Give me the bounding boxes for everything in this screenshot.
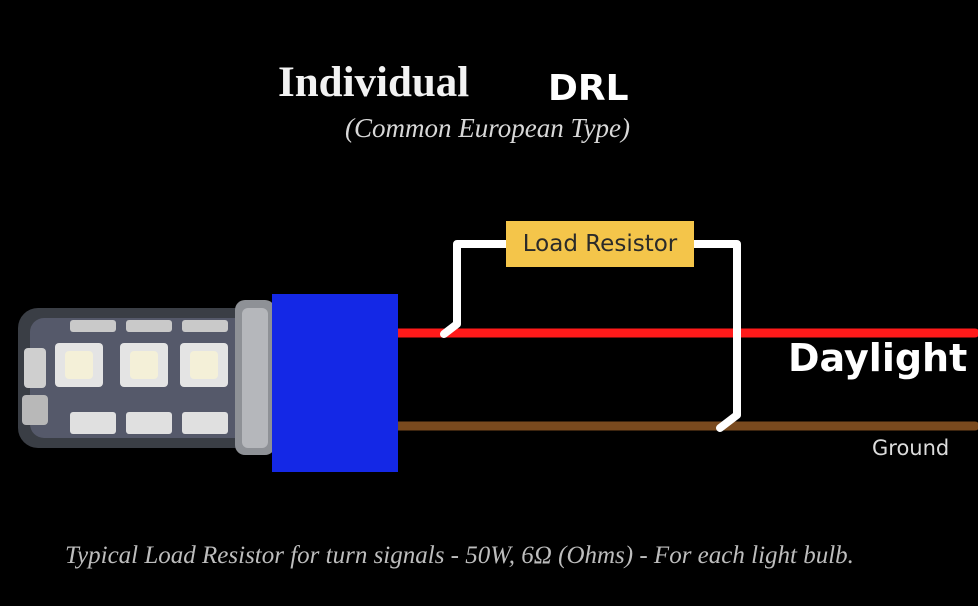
- title-drl: DRL: [548, 68, 629, 109]
- led-bulb-image: [18, 300, 278, 455]
- load-resistor-label: Load Resistor: [522, 231, 678, 257]
- subtitle: (Common European Type): [345, 113, 630, 143]
- resistor-lead-left: [440, 240, 510, 338]
- ground-label: Ground: [872, 436, 950, 460]
- footer-caption: Typical Load Resistor for turn signals -…: [65, 542, 854, 569]
- daylight-label: Daylight: [788, 336, 968, 380]
- socket-block: [272, 294, 398, 472]
- resistor-lead-right: [690, 240, 741, 432]
- title-main: Individual: [278, 59, 470, 106]
- load-resistor-box: Load Resistor: [506, 221, 694, 267]
